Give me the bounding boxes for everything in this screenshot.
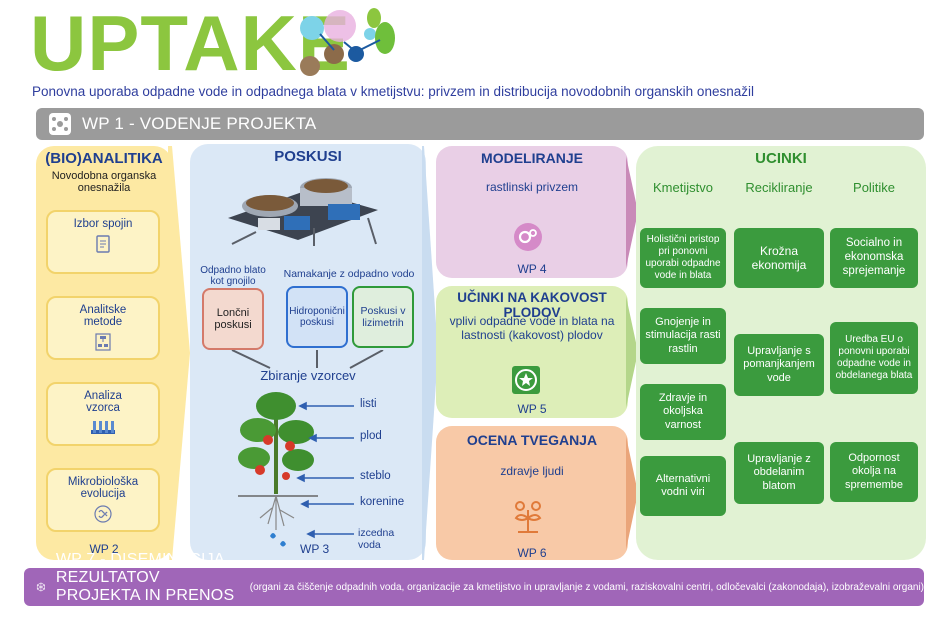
kakovost-panel	[436, 286, 628, 418]
network-icon	[36, 582, 45, 592]
label-namakanje: Namakanje z odpadno vodo	[283, 268, 415, 280]
wp7-title: WP 7 - DISEMINACIJA REZULTATOV PROJEKTA …	[55, 551, 235, 622]
label-izcedna-voda: izcedna voda	[358, 527, 395, 551]
poskusi-title: POSKUSI	[274, 148, 342, 165]
converging-arrows-icon	[231, 350, 384, 369]
box-loncni-poskusi: Lončni poskusi	[202, 288, 264, 350]
ucinki-title: UCINKI	[755, 150, 807, 167]
card-socialno-sprejemanje: Socialno in ekonomska sprejemanje	[830, 228, 918, 288]
wp4-label: WP 4	[517, 262, 547, 276]
bacteria-icon	[94, 505, 112, 523]
tveganje-title: OCENA TVEGANJA	[466, 432, 598, 448]
wp6-label: WP 6	[517, 546, 547, 560]
plant-gears-icon	[514, 501, 542, 533]
label-steblo: steblo	[360, 470, 391, 482]
card-pomanjkanje-vode: Upravljanje s pomanjkanjem vode	[734, 334, 824, 396]
wp5-label: WP 5	[517, 402, 547, 416]
flowchart-icon	[95, 333, 111, 351]
treatment-plant-icon	[228, 178, 378, 246]
modeliranje-title: MODELIRANJE	[481, 150, 583, 166]
kakovost-text: vplivi odpadne vode in blata na lastnost…	[449, 314, 615, 343]
card-mikrobioloska-evolucija: Mikrobiološka evolucija	[46, 468, 160, 532]
arrow-right-icon	[422, 146, 438, 560]
wp1-title: WP 1 - VODENJE PROJEKTA	[82, 114, 317, 133]
bioanalitika-title: (BIO)ANALITIKA	[45, 150, 163, 167]
wp7-note: (organi za čiščenje odpadnih voda, organ…	[249, 581, 924, 593]
card-uredba-eu: Uredba EU o ponovni uporabi odpadne vode…	[830, 322, 918, 394]
label-plod: plod	[360, 430, 382, 442]
label-korenine: korenine	[360, 496, 405, 508]
card-krozna-ekonomija: Krožna ekonomija	[734, 228, 824, 288]
tveganje-panel	[436, 426, 628, 560]
quality-badge-icon	[512, 366, 540, 394]
tomato-plant-icon	[238, 392, 318, 547]
wp1-bar: WP 1 - VODENJE PROJEKTA	[36, 108, 924, 140]
card-gnojenje: Gnojenje in stimulacija rasti rastlin	[640, 308, 726, 364]
card-analiza-vzorca: Analiza vzorca	[46, 382, 160, 446]
col-head-kmetijstvo: Kmetijstvo	[653, 180, 713, 195]
wp3-label: WP 3	[300, 542, 330, 556]
label-listi: listi	[360, 398, 377, 410]
card-analitske-metode: Analitske metode	[46, 296, 160, 360]
clipboard-icon	[96, 235, 110, 253]
box-hidroponicni-poskusi: Hidroponični poskusi	[286, 286, 348, 348]
arrow-right-icon	[626, 296, 638, 408]
label-odpadno-blato: Odpadno blato kot gnojilo	[200, 265, 266, 287]
col-head-recikliranje: Recikliranje	[745, 180, 813, 195]
modeliranje-panel	[436, 146, 628, 278]
wp2-label: WP 2	[89, 542, 119, 556]
label-zbiranje-vzorcev: Zbiranje vzorcev	[260, 368, 356, 383]
network-icon	[49, 113, 71, 135]
card-izbor-spojin: Izbor spojin	[46, 210, 160, 274]
arrow-right-icon	[626, 156, 638, 268]
test-tubes-icon	[91, 421, 115, 434]
arrow-right-icon	[626, 436, 638, 550]
card-zdravje-varnost: Zdravje in okoljska varnost	[640, 384, 726, 440]
card-odpornost-okolja: Odpornost okolja na spremembe	[830, 442, 918, 502]
gears-icon	[514, 223, 542, 251]
bioanalitika-subtitle: Novodobna organska onesnažila	[51, 170, 157, 194]
arrow-right-icon	[168, 146, 190, 560]
card-alternativni-viri: Alternativni vodni viri	[640, 456, 726, 516]
kakovost-title: UČINKI NA KAKOVOST PLODOV	[457, 290, 607, 320]
plant-label-arrows	[296, 401, 354, 539]
project-subtitle: Ponovna uporaba odpadne vode in odpadneg…	[32, 84, 754, 99]
tveganje-text: zdravje ljudi	[500, 464, 564, 478]
col-head-politike: Politike	[853, 180, 895, 195]
box-poskusi-lizimetrih: Poskusi v lizimetrih	[352, 286, 414, 348]
card-holisticni-pristop: Holistični pristop pri ponovni uporabi o…	[640, 228, 726, 288]
molecule-logo-icon	[300, 8, 395, 76]
wp7-bar: WP 7 - DISEMINACIJA REZULTATOV PROJEKTA …	[24, 551, 924, 622]
modeliranje-text: rastlinski privzem	[485, 180, 578, 194]
logo-title: UPTAKE	[30, 0, 351, 87]
card-obdelano-blato: Upravljanje z obdelanim blatom	[734, 442, 824, 504]
